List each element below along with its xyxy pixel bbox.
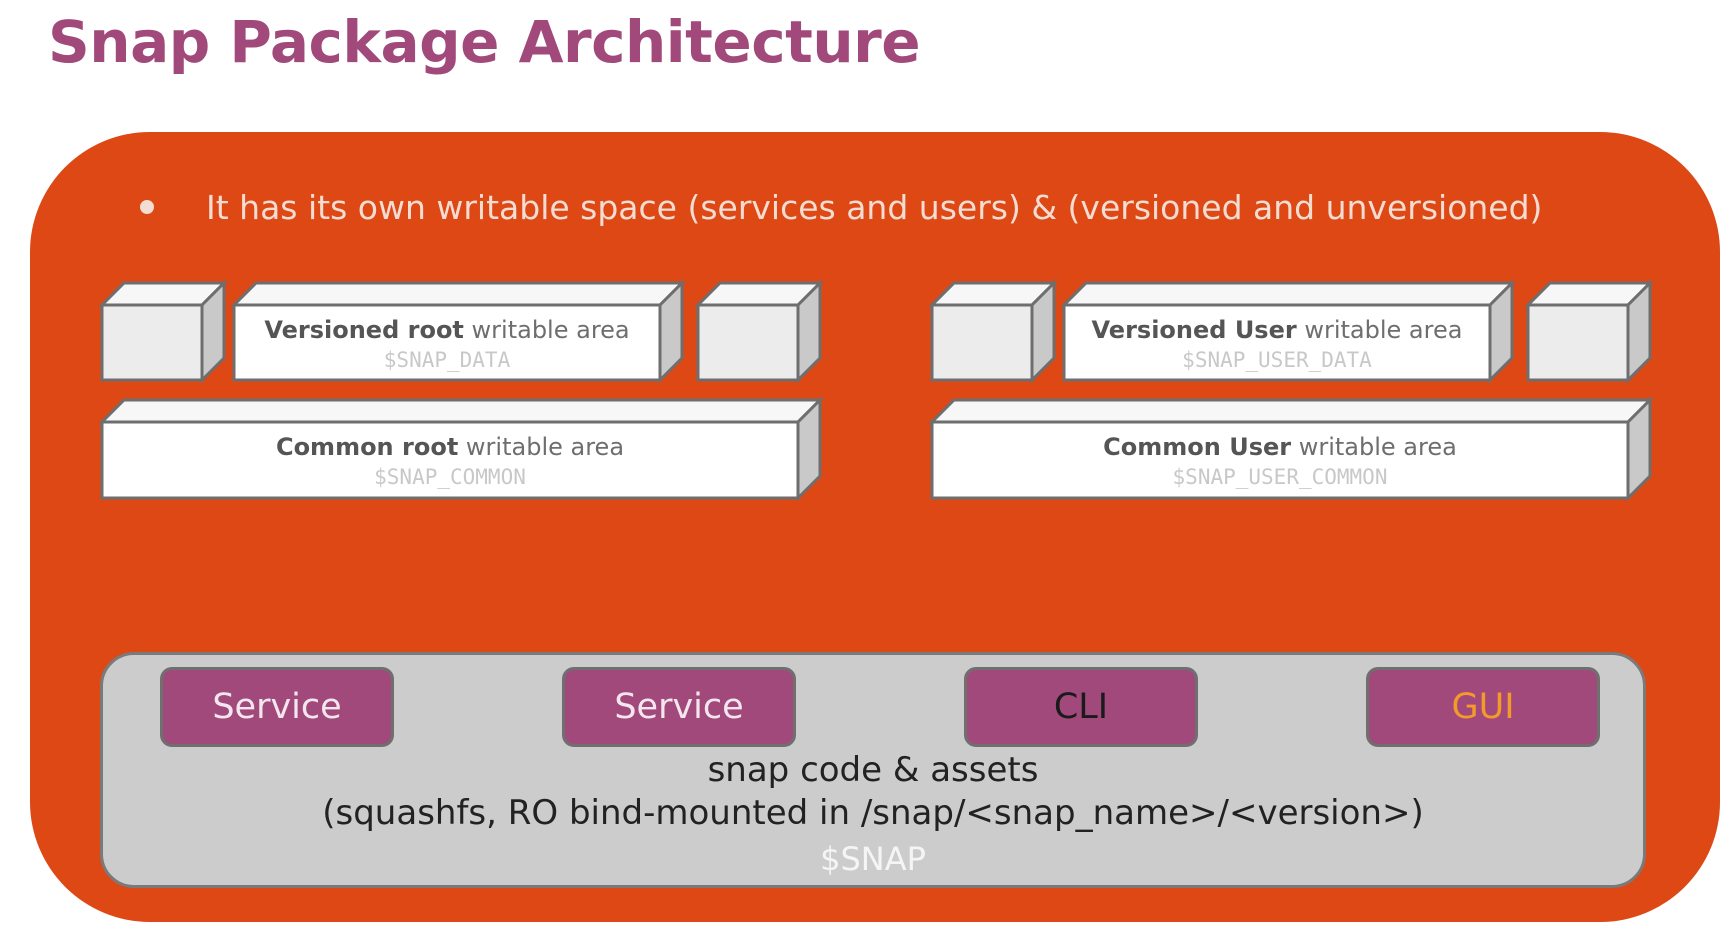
right-small-cube-1 (928, 279, 1058, 384)
component-label: Service (212, 687, 342, 727)
bullet-point: It has its own writable space (services … (140, 188, 1542, 227)
service-component-1: Service (160, 667, 394, 747)
left-small-cube-1 (98, 279, 228, 384)
base-variable: $SNAP (820, 840, 926, 878)
left-small-cube-2 (694, 279, 824, 384)
right-versioned-label: Versioned User writable area $SNAP_USER_… (1091, 316, 1463, 372)
left-common-box (98, 396, 824, 502)
right-small-cube-2 (1524, 279, 1654, 384)
left-common-label: Common root writable area $SNAP_COMMON (275, 433, 625, 489)
base-title: snap code & assets (707, 750, 1039, 790)
base-description: (squashfs, RO bind-mounted in /snap/<sna… (322, 793, 1424, 833)
component-label: CLI (1053, 687, 1109, 727)
right-common-label: Common User writable area $SNAP_USER_COM… (1103, 433, 1457, 489)
right-common-box (928, 396, 1654, 502)
slide-title: Snap Package Architecture (48, 8, 921, 76)
service-component-2: Service (562, 667, 796, 747)
component-label: GUI (1451, 687, 1515, 727)
component-label: Service (614, 687, 744, 727)
right-versioned-box (1060, 279, 1516, 384)
left-versioned-label: Versioned root writable area $SNAP_DATA (264, 316, 630, 372)
gui-component: GUI (1366, 667, 1600, 747)
left-versioned-box (230, 279, 686, 384)
bullet-dot-icon (140, 199, 154, 214)
bullet-text: It has its own writable space (services … (206, 188, 1543, 227)
cli-component: CLI (964, 667, 1198, 747)
